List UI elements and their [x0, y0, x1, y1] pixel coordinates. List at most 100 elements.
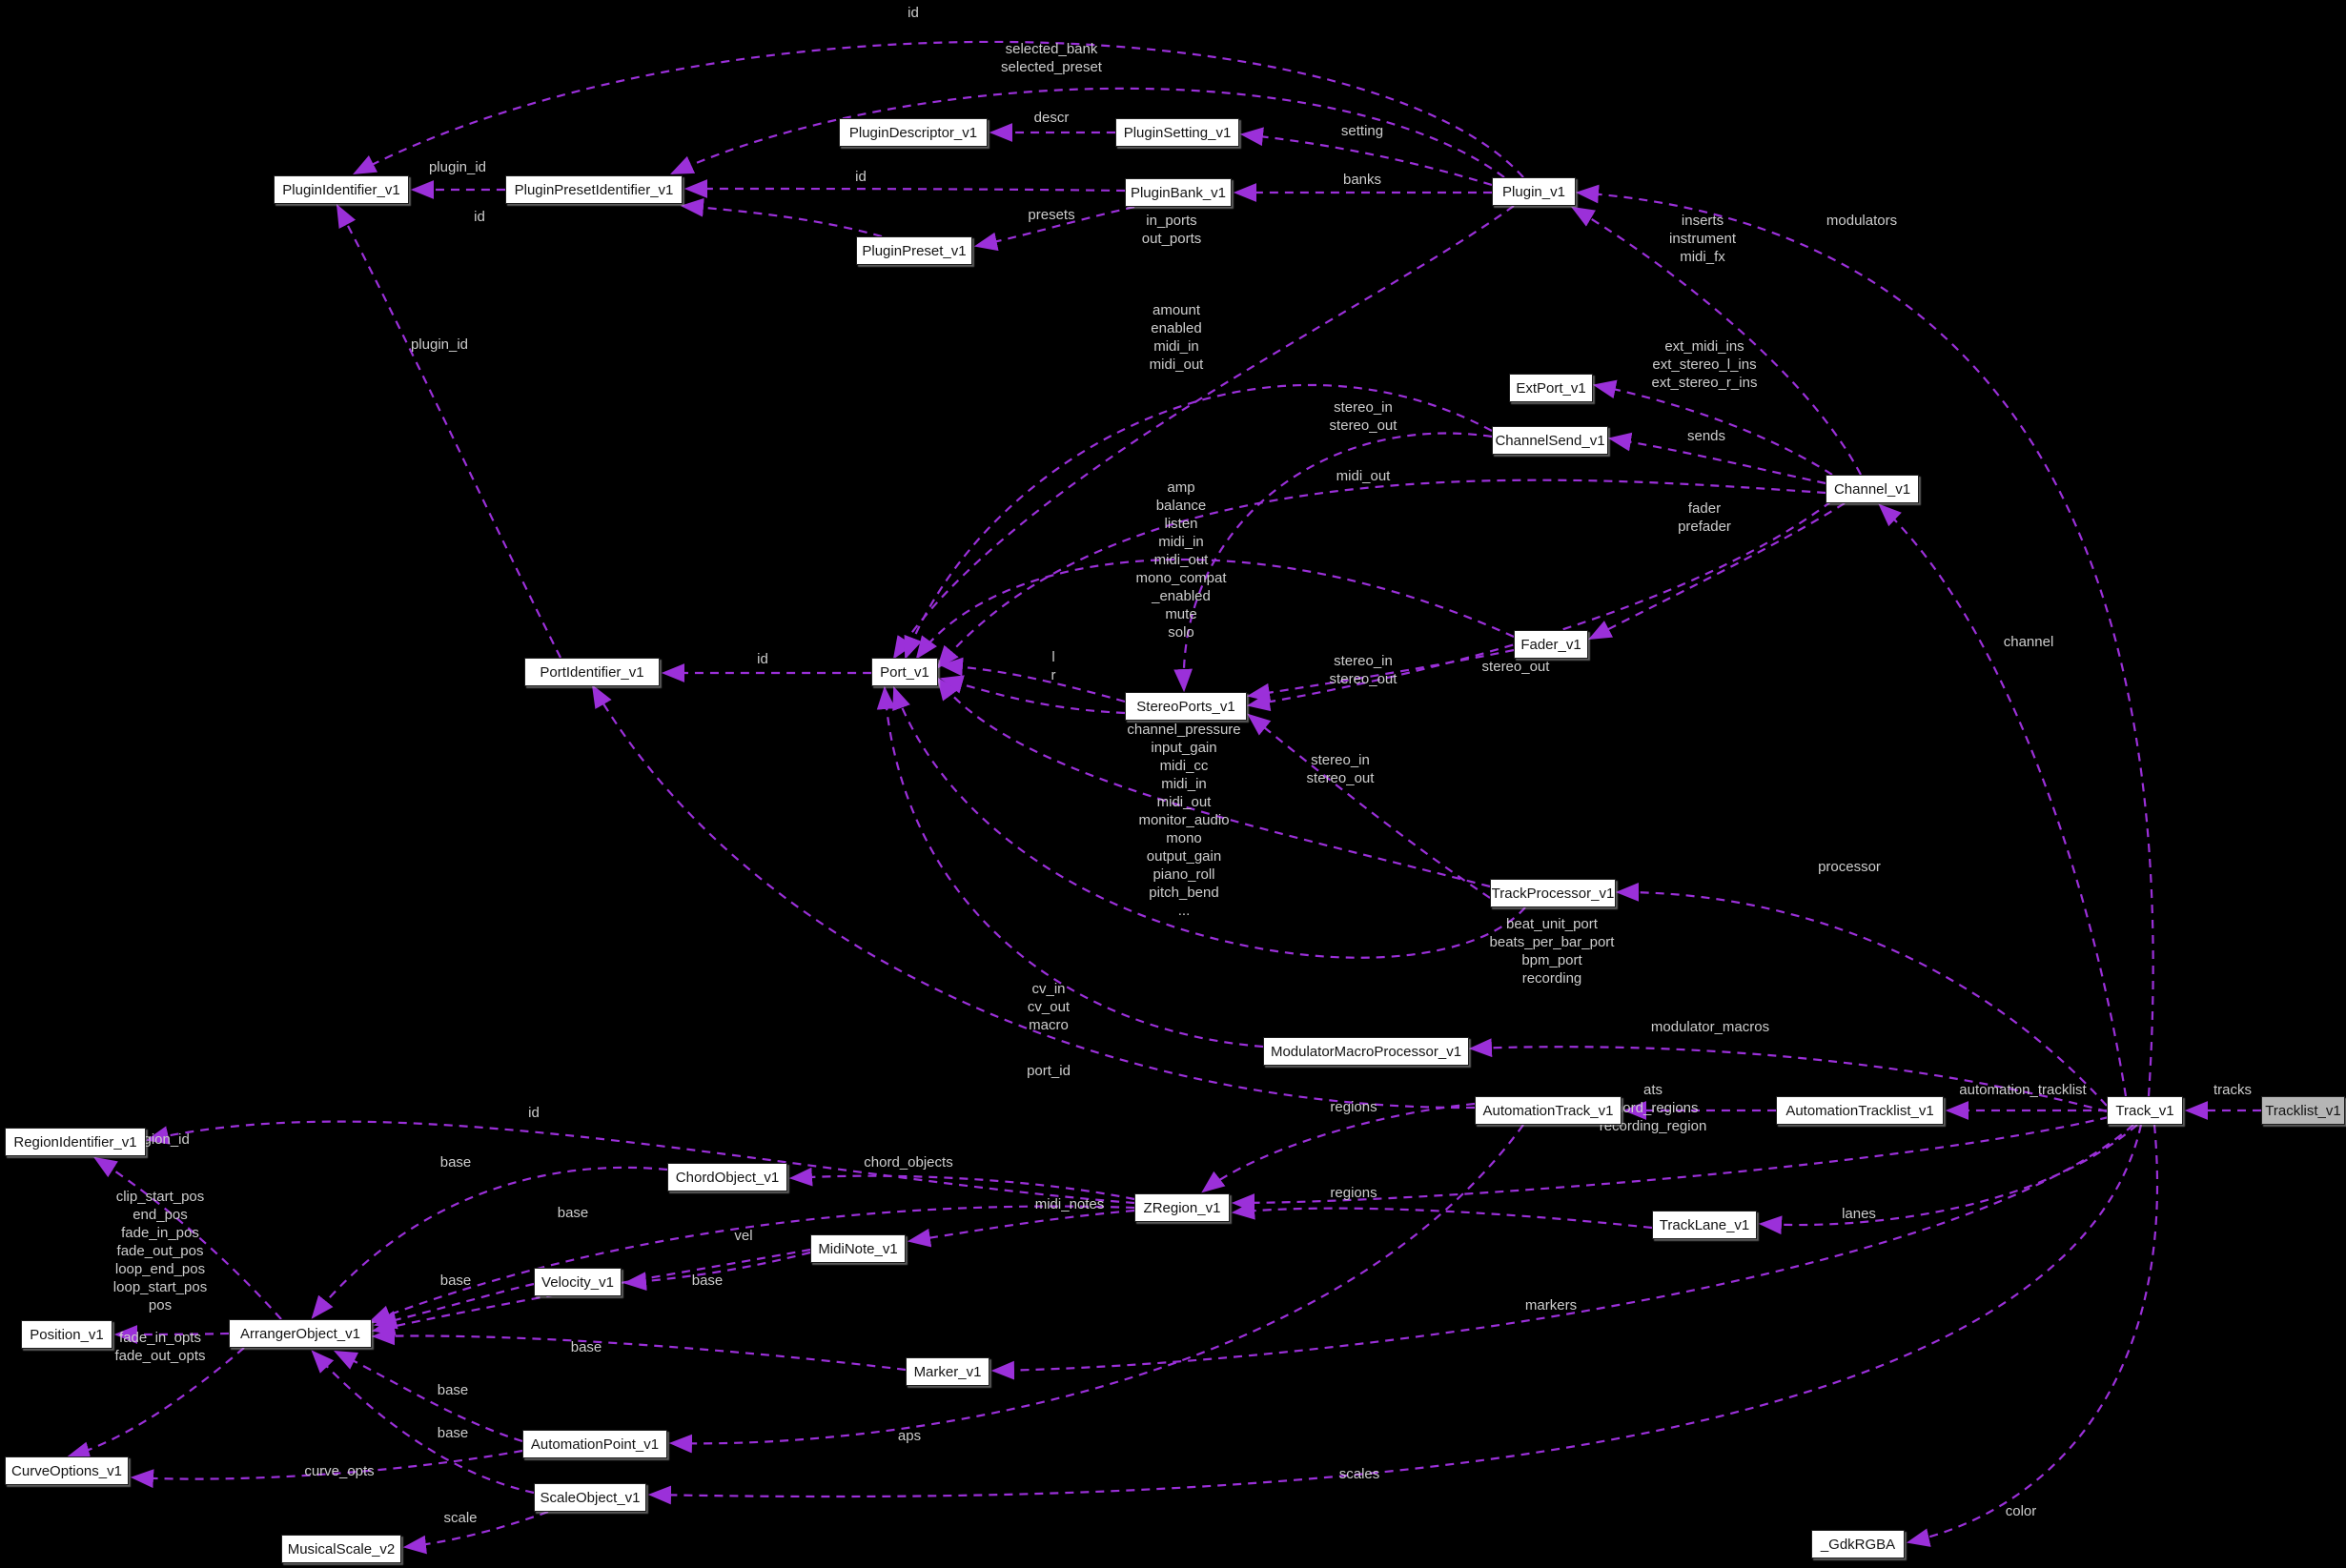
edge-label-base-velocity: base	[440, 1272, 472, 1290]
edge-label-base-automation-point: base	[438, 1381, 469, 1399]
edge-label-line: base	[437, 1425, 469, 1441]
edge-label-id-bank: id	[855, 168, 867, 186]
edge-label-line: loop_end_pos	[114, 1261, 206, 1277]
edge-label-line: processor	[1818, 859, 1881, 875]
node-velocity[interactable]: Velocity_v1	[534, 1268, 622, 1296]
node-track_processor[interactable]: TrackProcessor_v1	[1490, 879, 1616, 907]
edge-label-regions-right: regions	[1330, 1184, 1377, 1202]
edge-label-automation-tracklist: automation_tracklist	[1959, 1081, 2086, 1099]
edge-channel-to-channel_send	[1607, 432, 1826, 485]
edge-track-to-marker	[990, 1124, 2134, 1380]
edge-label-banks: banks	[1343, 171, 1381, 189]
edge-label-line: regions	[1330, 1185, 1377, 1201]
node-gdk_rgba[interactable]: _GdkRGBA	[1811, 1530, 1905, 1558]
edge-label-line: pos	[148, 1297, 173, 1313]
edge-label-line: fader	[1687, 500, 1722, 517]
edge-label-line: modulators	[1826, 213, 1898, 229]
edge-label-line: midi_notes	[1034, 1196, 1105, 1212]
edge-label-presets: presets	[1028, 206, 1074, 224]
edge-label-line: fade_in_opts	[119, 1330, 201, 1346]
node-chord_object[interactable]: ChordObject_v1	[667, 1163, 787, 1191]
node-midi_note[interactable]: MidiNote_v1	[810, 1234, 906, 1263]
edge-label-line: piano_roll	[1153, 866, 1215, 883]
edge-label-line: midi_fx	[1680, 249, 1725, 265]
node-channel[interactable]: Channel_v1	[1826, 475, 1919, 503]
edge-label-id-top: id	[908, 4, 919, 22]
edge-label-line: amount	[1152, 302, 1201, 318]
edge-track-to-track_lane	[1758, 1124, 2138, 1235]
edge-marker-to-arranger_object	[371, 1326, 907, 1372]
node-curve_options[interactable]: CurveOptions_v1	[5, 1456, 129, 1485]
node-automation_point[interactable]: AutomationPoint_v1	[522, 1430, 667, 1458]
edge-label-line: selected_preset	[1001, 59, 1102, 75]
node-position[interactable]: Position_v1	[21, 1320, 112, 1349]
edge-label-scale: scale	[443, 1509, 477, 1527]
node-tracklist[interactable]: Tracklist_v1	[2261, 1096, 2345, 1125]
edge-label-line: pitch_bend	[1149, 885, 1219, 901]
edge-label-line: stereo_in	[1334, 653, 1393, 669]
edge-label-line: base	[570, 1339, 602, 1355]
node-plugin_identifier[interactable]: PluginIdentifier_v1	[274, 175, 409, 204]
edge-label-processor: processor	[1818, 858, 1881, 876]
edge-label-line: cv_out	[1027, 999, 1071, 1015]
node-modulator_macro_processor[interactable]: ModulatorMacroProcessor_v1	[1263, 1037, 1469, 1066]
node-plugin_preset_identifier[interactable]: PluginPresetIdentifier_v1	[505, 175, 683, 204]
edge-label-line: descr	[1033, 110, 1070, 126]
edge-label-line: setting	[1340, 123, 1384, 139]
node-zregion[interactable]: ZRegion_v1	[1134, 1193, 1230, 1222]
node-scale_object[interactable]: ScaleObject_v1	[534, 1483, 646, 1512]
edge-label-line: balance	[1155, 498, 1207, 514]
node-marker[interactable]: Marker_v1	[906, 1357, 989, 1386]
edge-label-vel: vel	[734, 1227, 752, 1245]
edge-label-midi-notes: midi_notes	[1035, 1195, 1105, 1213]
node-ext_port[interactable]: ExtPort_v1	[1509, 374, 1593, 402]
edge-label-setting: setting	[1341, 122, 1383, 140]
node-track[interactable]: Track_v1	[2107, 1096, 2183, 1125]
node-automation_tracklist[interactable]: AutomationTracklist_v1	[1776, 1096, 1944, 1125]
edge-label-line: cv_in	[1031, 981, 1066, 997]
edge-label-line: presets	[1028, 207, 1075, 223]
node-stereo_ports[interactable]: StereoPorts_v1	[1125, 692, 1247, 721]
edge-label-line: tracks	[2213, 1082, 2253, 1098]
node-plugin_bank[interactable]: PluginBank_v1	[1125, 178, 1232, 207]
edge-label-line: scales	[1338, 1466, 1380, 1482]
node-plugin_preset[interactable]: PluginPreset_v1	[856, 236, 972, 265]
edge-label-line: instrument	[1668, 231, 1737, 247]
node-channel_send[interactable]: ChannelSend_v1	[1492, 426, 1608, 455]
edge-label-tracks: tracks	[2213, 1081, 2252, 1099]
node-plugin_setting[interactable]: PluginSetting_v1	[1115, 118, 1239, 147]
edge-label-line: mono_compat	[1135, 570, 1227, 586]
edge-label-line: port_id	[1027, 1063, 1071, 1079]
node-region_identifier[interactable]: RegionIdentifier_v1	[5, 1128, 146, 1156]
node-port_identifier[interactable]: PortIdentifier_v1	[524, 658, 660, 686]
node-plugin[interactable]: Plugin_v1	[1492, 177, 1576, 206]
node-plugin_descriptor[interactable]: PluginDescriptor_v1	[839, 118, 988, 147]
node-track_lane[interactable]: TrackLane_v1	[1652, 1211, 1757, 1239]
edge-label-line: base	[557, 1205, 589, 1221]
edge-label-line: modulator_macros	[1650, 1019, 1770, 1035]
edge-label-line: recording_region	[1599, 1118, 1707, 1134]
node-automation_track[interactable]: AutomationTrack_v1	[1475, 1096, 1622, 1125]
edge-label-line: id	[528, 1105, 540, 1121]
edge-label-line: amp	[1167, 479, 1195, 496]
edge-label-descr: descr	[1034, 109, 1070, 127]
edge-label-line: lanes	[1842, 1206, 1876, 1222]
node-musical_scale[interactable]: MusicalScale_v2	[281, 1535, 401, 1563]
edge-label-base-zregion: base	[558, 1204, 589, 1222]
edge-label-line: id	[474, 209, 485, 225]
node-port[interactable]: Port_v1	[871, 658, 938, 686]
edge-label-base-marker: base	[571, 1338, 602, 1356]
edge-label-line: mono	[1166, 830, 1202, 846]
edge-label-line: base	[439, 1154, 472, 1171]
node-fader[interactable]: Fader_v1	[1514, 630, 1588, 659]
edge-label-port-id: port_id	[1027, 1062, 1071, 1080]
edge-track-to-track_processor	[1615, 882, 2108, 1107]
edge-track-to-scale_object	[647, 1124, 2143, 1505]
node-arranger_object[interactable]: ArrangerObject_v1	[229, 1319, 372, 1348]
edge-label-line: base	[437, 1382, 469, 1398]
edge-label-line: midi_out	[1149, 356, 1204, 373]
